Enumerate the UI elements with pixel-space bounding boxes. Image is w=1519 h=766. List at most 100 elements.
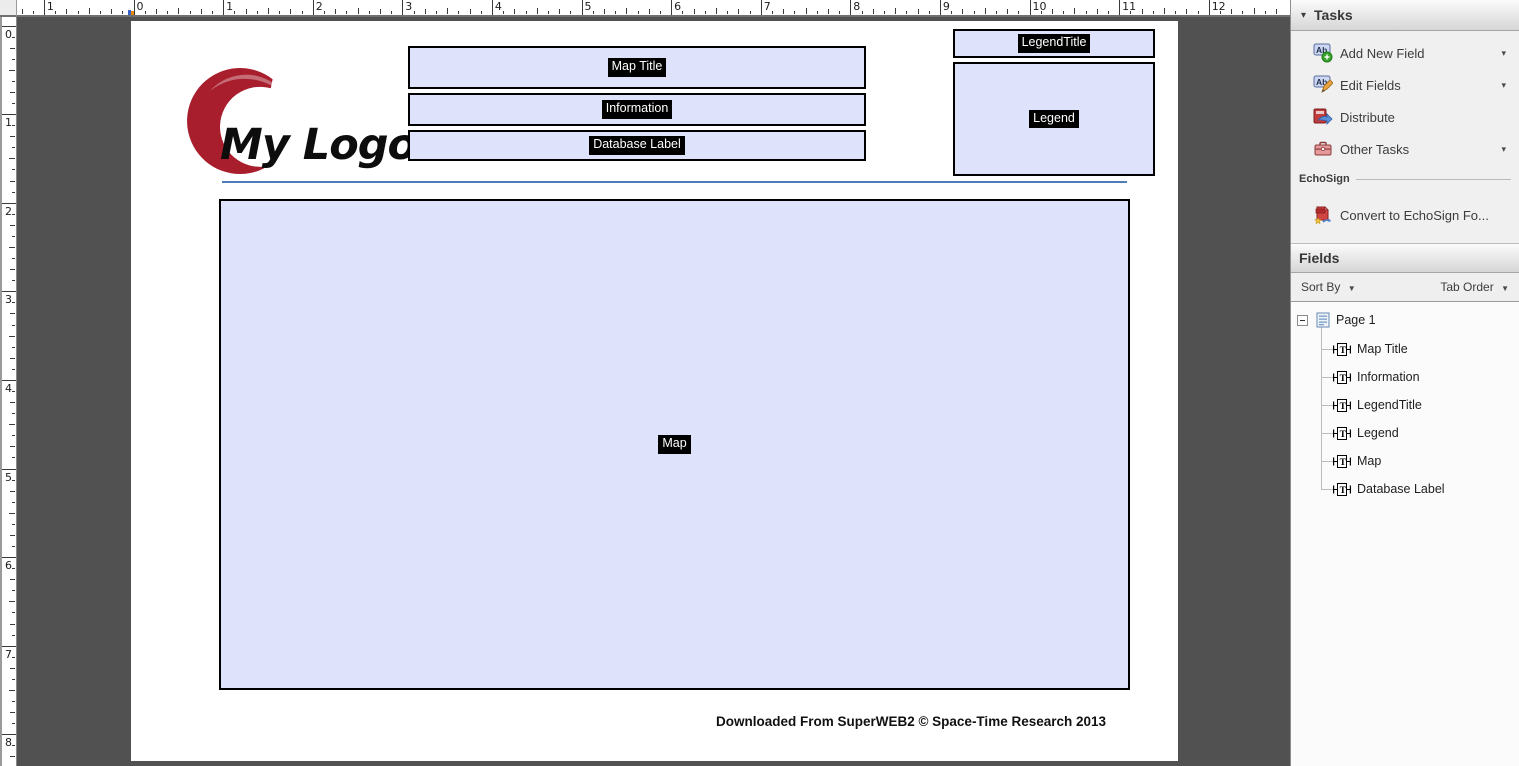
htick-minor [290,9,292,14]
vtick-major [2,379,16,381]
vtick-minor [12,324,15,326]
vtick-minor [9,69,15,71]
htick-minor [794,11,796,14]
vtick-minor [12,457,15,459]
htick-minor [480,11,482,14]
htick-minor [693,9,695,14]
form-field-legend-title[interactable]: LegendTitle [953,29,1155,58]
vtick-major [2,645,16,647]
htick-minor [995,11,997,14]
vtick-minor [12,368,15,370]
htick-minor [839,11,841,14]
htick-minor [1253,8,1255,14]
hlabel: 4 [494,0,502,13]
tree-item-map-title[interactable]: T Map Title [1291,335,1519,363]
echosign-heading-label: EchoSign [1299,173,1350,185]
field-name-tag: Map Title [607,58,667,77]
header-separator-line [222,181,1127,183]
htick-minor [984,8,986,14]
vlabel: 8 [5,736,12,750]
vtick-minor [9,158,15,160]
vtick-major [2,734,16,736]
pdf-page: My Logo Map Title Information Database L… [131,21,1178,761]
htick-minor [211,11,213,14]
tree-item-legend[interactable]: T Legend [1291,419,1519,447]
hlabel: 1 [226,0,234,13]
dropdown-arrow-icon[interactable]: ▾ [1501,143,1506,154]
hlabel: 12 [1211,0,1226,13]
htick-minor [951,11,953,14]
htick-minor [1264,11,1266,14]
htick-minor [111,9,113,14]
vtick-minor [12,568,15,570]
vlabel: 4 [5,381,12,395]
add-new-field-button[interactable]: Ab Add New Field ▾ [1291,37,1519,69]
tree-connector [1321,405,1333,406]
form-field-legend[interactable]: Legend [953,62,1155,176]
tree-item-information[interactable]: T Information [1291,363,1519,391]
htick-minor [301,11,303,14]
htick-minor [357,8,359,14]
field-name-tag: Map [658,435,691,454]
sort-by-dropdown[interactable]: Sort By ▼ [1301,280,1356,294]
vtick-minor [12,678,15,680]
dropdown-arrow-icon[interactable]: ▾ [1501,79,1506,90]
task-label: Edit Fields [1340,77,1401,93]
distribute-button[interactable]: Distribute [1291,101,1519,133]
form-field-information[interactable]: Information [408,93,866,126]
htick-minor [1040,11,1042,14]
form-field-map-title[interactable]: Map Title [408,46,866,89]
htick-minor [1051,9,1053,14]
htick-minor [447,8,449,14]
tree-item-database-label[interactable]: T Database Label [1291,475,1519,503]
vtick-minor [9,335,15,337]
tree-item-label: LegendTitle [1357,398,1422,412]
logo-text: My Logo [220,120,416,170]
tree-item-page-1[interactable]: Page 1 [1291,306,1519,334]
htick-minor [256,11,258,14]
text-field-icon: T [1333,398,1351,412]
htick-minor [1275,9,1277,14]
htick-minor [637,11,639,14]
vlabel: 2 [5,204,12,218]
htick-minor [66,9,68,14]
task-label: Convert to EchoSign Fo... [1340,207,1489,223]
htick-minor [962,9,964,14]
vtick-minor [12,103,15,105]
other-tasks-button[interactable]: Other Tasks ▾ [1291,133,1519,165]
dropdown-arrow-icon[interactable]: ▾ [1501,47,1506,58]
hlabel: 1 [46,0,54,13]
convert-to-echosign-button[interactable]: Convert to EchoSign Fo... [1291,199,1519,231]
vtick-minor [10,357,15,359]
htick-minor [738,9,740,14]
text-field-icon: T [1333,342,1351,356]
vtick-minor [12,191,15,193]
edit-fields-button[interactable]: Ab Edit Fields ▾ [1291,69,1519,101]
hlabel: 3 [405,0,413,13]
form-field-database-label[interactable]: Database Label [408,130,866,161]
vtick-minor [12,280,15,282]
htick-minor [1163,8,1165,14]
htick-minor [189,11,191,14]
page-footer-text: Downloaded From SuperWEB2 © Space-Time R… [715,714,1107,729]
tree-item-map[interactable]: T Map [1291,447,1519,475]
task-label: Add New Field [1340,45,1425,61]
htick-major [850,0,852,15]
htick-major [760,0,762,15]
tab-order-dropdown[interactable]: Tab Order ▼ [1440,280,1509,294]
form-field-map[interactable]: Map [219,199,1130,690]
htick-minor [626,8,628,14]
field-name-tag: Legend [1029,109,1079,129]
distribute-icon [1313,108,1333,125]
htick-minor [1007,9,1009,14]
htick-minor [1130,11,1132,14]
tasks-panel-header[interactable]: ▾ Tasks [1291,0,1519,31]
hlabel: 7 [763,0,771,13]
collapse-minus-icon[interactable] [1297,314,1308,326]
htick-minor [55,11,57,14]
htick-minor [570,11,572,14]
vtick-minor [10,180,15,182]
tree-item-legendtitle[interactable]: T LegendTitle [1291,391,1519,419]
text-field-icon: T [1333,370,1351,384]
